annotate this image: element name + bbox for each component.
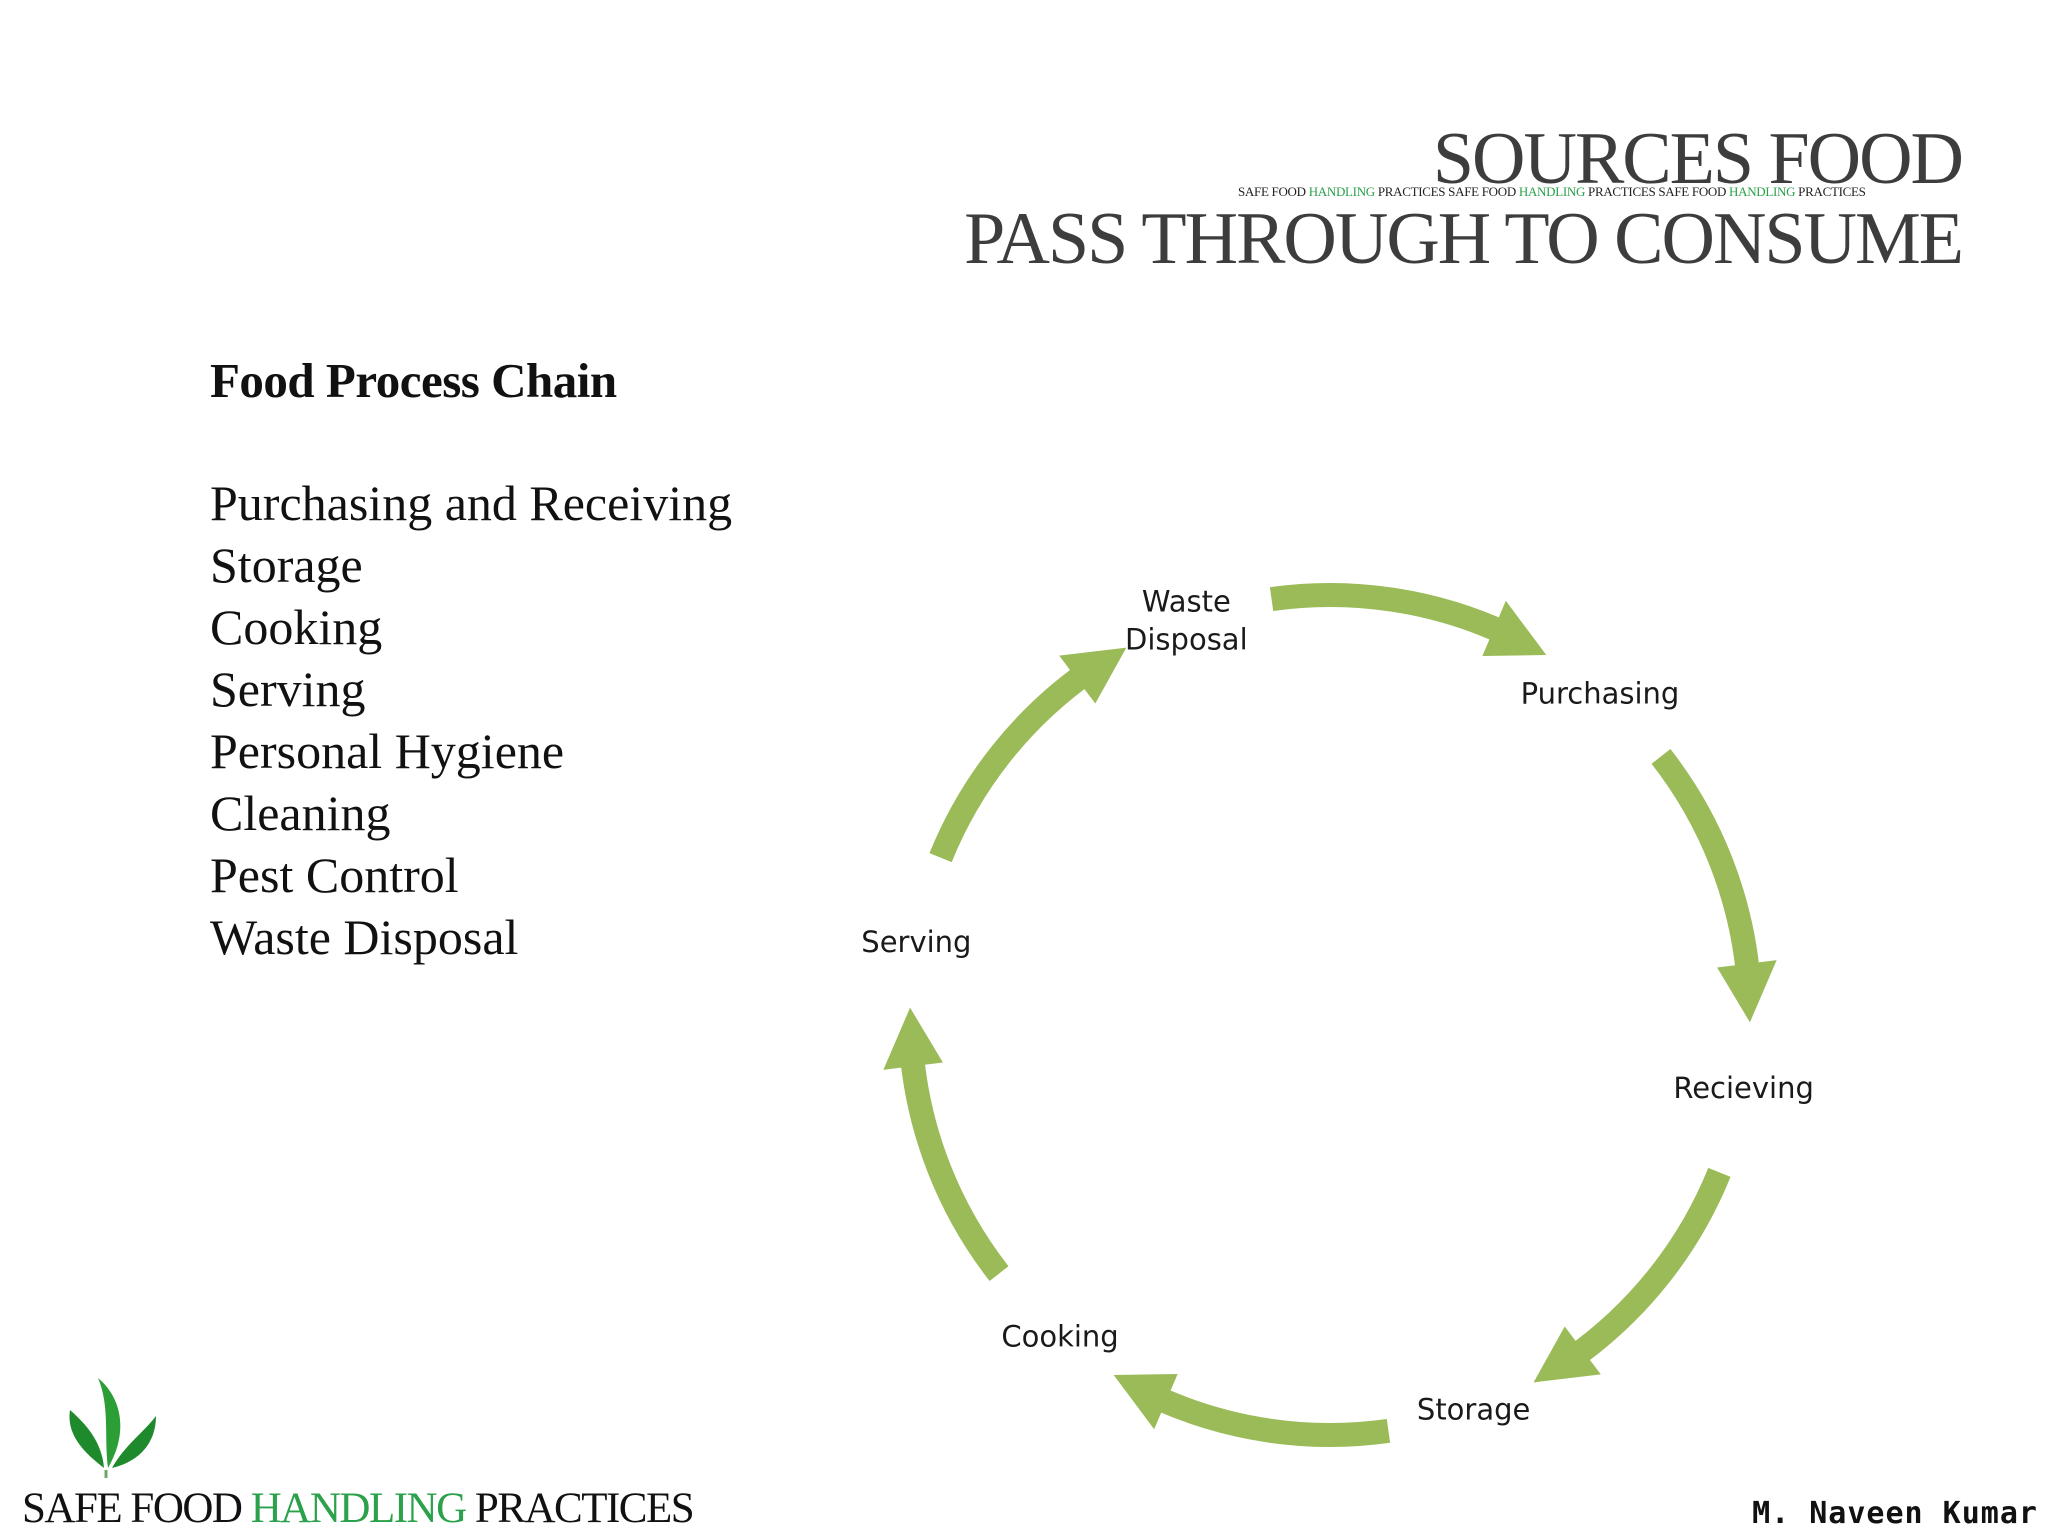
leaf-logo-icon [69,1378,156,1478]
cycle-arrow [1147,1384,1391,1447]
cycle-arrow [1651,749,1761,980]
title-line-1: SOURCES FOOD [1432,118,1964,200]
tagline-segment: SAFE FOOD HANDLING PRACTICES [1238,184,1449,199]
tagline-segment: SAFE FOOD HANDLING PRACTICES [1658,184,1866,199]
title-line-2: PASS THROUGH TO CONSUME [964,198,1964,280]
section-heading: Food Process Chain [210,353,617,408]
tagline-segment: SAFE FOOD HANDLING PRACTICES [1448,184,1659,199]
tagline-strip: SAFE FOOD HANDLING PRACTICES SAFE FOOD H… [1238,184,1866,200]
cycle-node-label: Purchasing [1521,676,1680,710]
cycle-arrow [899,1050,1009,1281]
list-item: Waste Disposal [210,909,519,965]
footer-author: M. Naveen Kumar [1752,1496,2038,1531]
list-item: Pest Control [210,847,459,903]
cycle-arrowhead [1113,1373,1178,1430]
list-item: Personal Hygiene [210,723,565,779]
food-process-chain-list: Purchasing and Receiving Storage Cooking… [210,472,732,968]
cycle-node-label: Storage [1417,1393,1530,1427]
footer-brand-highlight: HANDLING [250,1485,467,1532]
list-item: Serving [210,661,366,717]
list-item: Storage [210,537,363,593]
cycle-node-label: Recieving [1673,1071,1814,1105]
cycle-arrowhead [1717,960,1777,1023]
cycle-arrowhead [1059,647,1127,704]
slide-title: SOURCES FOOD PASS THROUGH TO CONSUME [964,118,1964,280]
cycle-arrowhead [1482,600,1547,657]
cycle-node-label: Serving [861,925,971,959]
footer-brand: SAFE FOOD HANDLING PRACTICES [22,1485,695,1532]
cycle-arrowhead [1533,1326,1601,1383]
cycle-arrowhead [883,1007,943,1070]
cycle-node-label: Cooking [1001,1320,1118,1354]
cycle-arrow [929,661,1096,863]
cycle-arrow [1564,1167,1731,1369]
list-item: Purchasing and Receiving [210,475,733,531]
list-item: Cleaning [210,785,391,841]
cycle-arrow [1269,583,1513,646]
list-item: Cooking [210,599,383,655]
